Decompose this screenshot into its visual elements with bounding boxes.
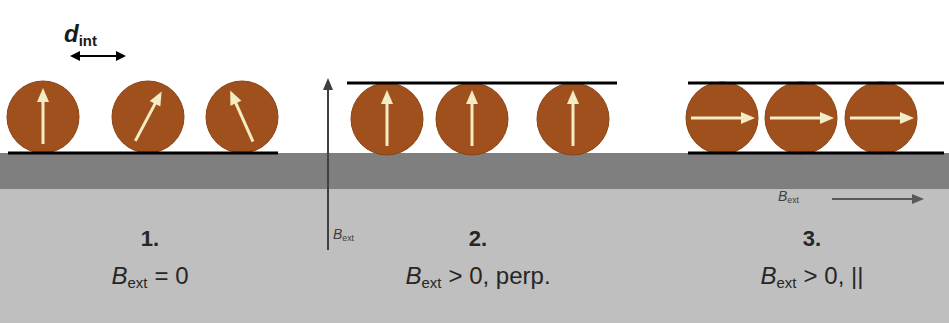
panel-caption: = 0: [155, 262, 189, 289]
panel-number: 1.: [141, 226, 159, 251]
field-arrow: [323, 78, 333, 250]
panel-caption: ext: [421, 275, 441, 291]
particle: [436, 83, 508, 155]
surface-line: [688, 82, 944, 85]
field-label: ext: [342, 233, 354, 243]
panel-caption: ext: [127, 275, 147, 291]
panel-caption: B: [761, 262, 777, 289]
particles-panel-2: [351, 83, 609, 155]
panel-caption-group: Bext > 0, perp.: [405, 262, 550, 292]
field-label-group: Bext: [778, 188, 799, 205]
panel-number-group: 1.: [141, 226, 159, 251]
particle: [112, 81, 184, 153]
panel-caption-group: Bext = 0: [111, 262, 188, 292]
distance-label: int: [79, 33, 97, 49]
field-label: B: [778, 188, 787, 204]
particle: [845, 82, 917, 154]
panel-number-group: 3.: [803, 226, 821, 251]
particle: [686, 82, 758, 154]
substrate-bulk: [0, 189, 949, 323]
panel-caption: > 0, perp.: [448, 262, 550, 289]
field-label-group: Bext: [333, 226, 354, 243]
field-label: ext: [787, 195, 799, 205]
distance-label: d: [64, 20, 79, 47]
panel-number: 3.: [803, 226, 821, 251]
panel-caption: B: [111, 262, 127, 289]
particle: [7, 81, 79, 153]
surface-line: [8, 152, 278, 155]
particle: [765, 82, 837, 154]
field-arrow: [832, 194, 924, 204]
substrate-layer: [0, 153, 949, 189]
particle: [537, 83, 609, 155]
panel-caption-group: Bext > 0, ||: [761, 262, 864, 292]
surface-line: [347, 82, 617, 85]
panel-caption: ext: [777, 275, 797, 291]
distance-label-group: dint: [64, 20, 97, 50]
panel-number-group: 2.: [469, 226, 487, 251]
panel-caption: B: [405, 262, 421, 289]
surface-line: [688, 152, 944, 155]
field-label: B: [333, 226, 342, 242]
panel-caption: > 0, ||: [804, 262, 864, 289]
particle: [206, 81, 278, 153]
distance-arrow: [70, 51, 126, 61]
panel-number: 2.: [469, 226, 487, 251]
particle: [351, 83, 423, 155]
particles-panel-1: [7, 81, 278, 153]
particles-panel-3: [686, 82, 917, 154]
